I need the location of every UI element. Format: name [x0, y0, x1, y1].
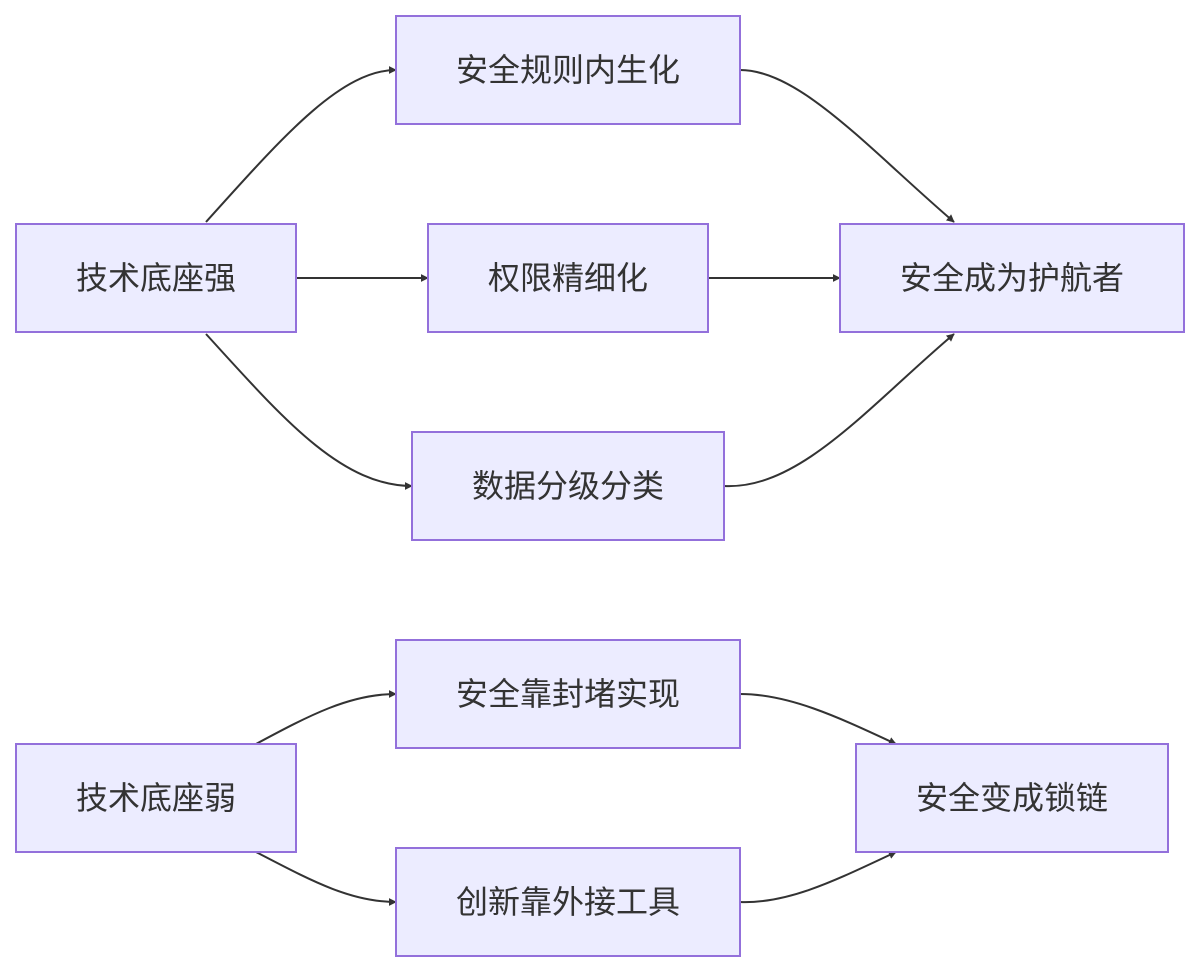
edge-strong-to-data	[205, 333, 413, 490]
node-innovation-external-label: 创新靠外接工具	[456, 883, 680, 921]
edge-weak-to-innovation	[255, 851, 397, 906]
edge-innovation-to-chain	[739, 851, 897, 904]
node-weak-base: 技术底座弱	[15, 743, 297, 853]
node-permission-refine: 权限精细化	[427, 223, 709, 333]
node-data-classify: 数据分级分类	[411, 431, 725, 541]
edge-strong-to-rule	[205, 66, 397, 223]
node-security-block: 安全靠封堵实现	[395, 639, 741, 749]
node-data-classify-label: 数据分级分类	[472, 467, 664, 505]
node-security-guard: 安全成为护航者	[839, 223, 1185, 333]
edge-weak-to-block	[255, 690, 397, 745]
node-rule-internalize-label: 安全规则内生化	[456, 51, 680, 89]
node-security-chain-label: 安全变成锁链	[916, 779, 1108, 817]
node-weak-base-label: 技术底座弱	[76, 779, 236, 817]
edge-rule-to-guard	[739, 69, 955, 223]
node-security-guard-label: 安全成为护航者	[900, 259, 1124, 297]
node-permission-refine-label: 权限精细化	[488, 259, 648, 297]
edge-data-to-guard	[723, 333, 955, 488]
node-security-block-label: 安全靠封堵实现	[456, 675, 680, 713]
node-strong-base: 技术底座强	[15, 223, 297, 333]
node-security-chain: 安全变成锁链	[855, 743, 1169, 853]
edge-block-to-chain	[739, 693, 897, 745]
node-strong-base-label: 技术底座强	[76, 259, 236, 297]
node-rule-internalize: 安全规则内生化	[395, 15, 741, 125]
node-innovation-external: 创新靠外接工具	[395, 847, 741, 957]
